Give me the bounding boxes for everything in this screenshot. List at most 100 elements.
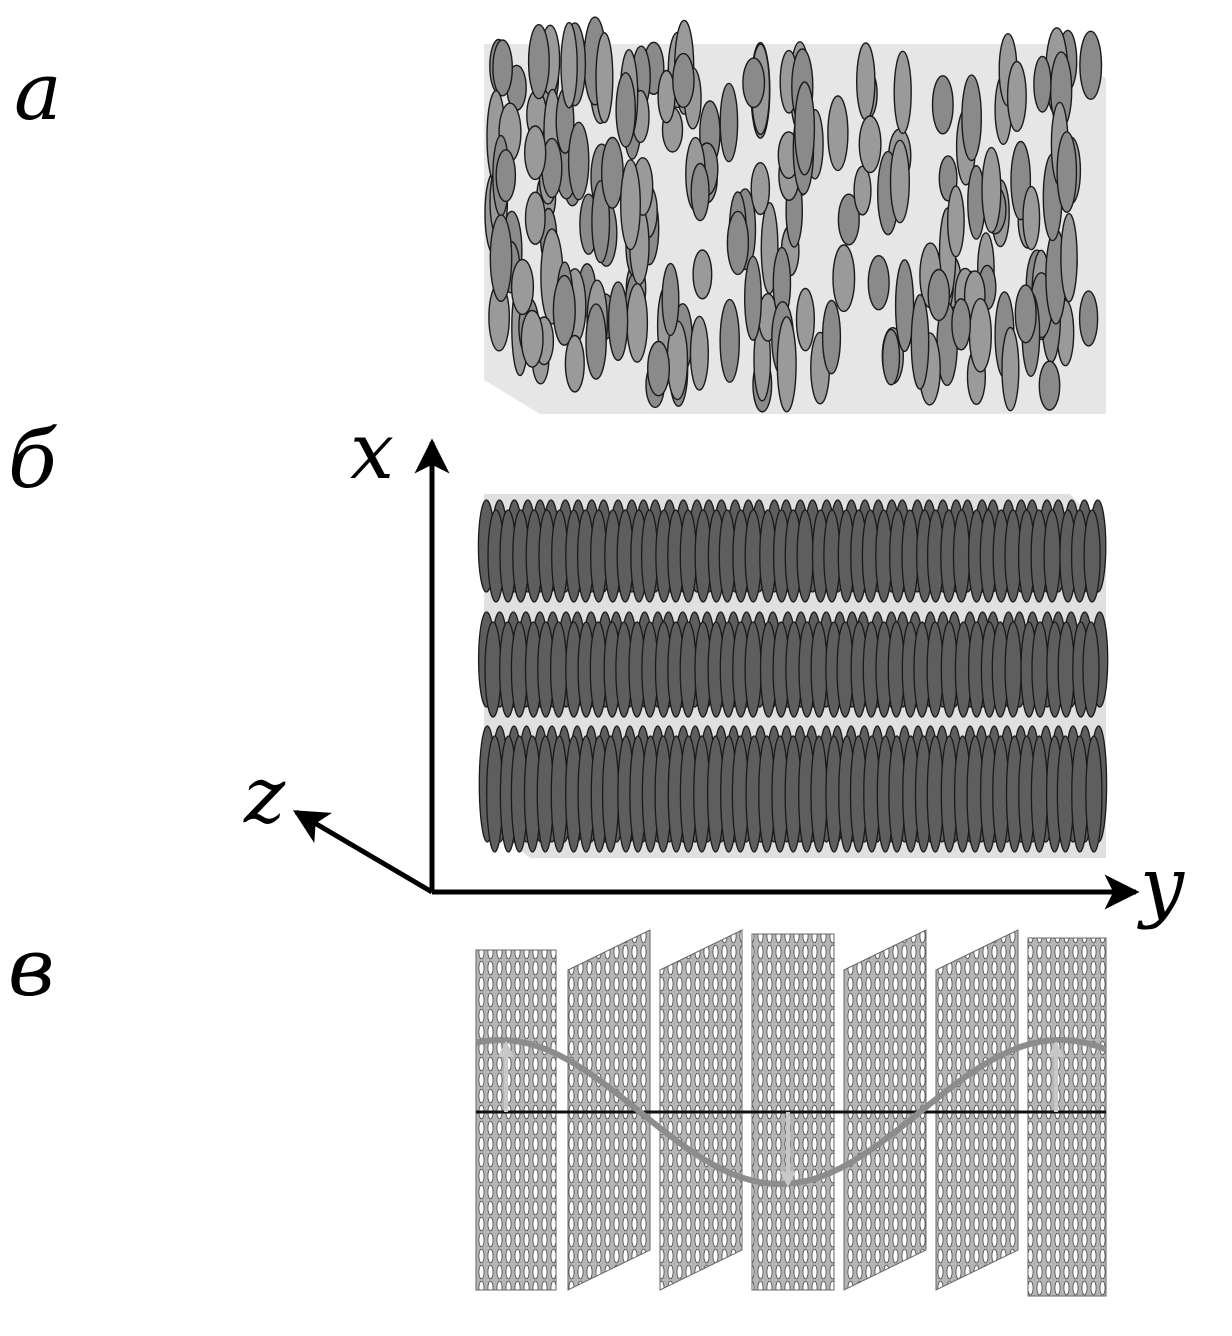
z-axis-label: z: [243, 751, 286, 841]
molecule: [794, 81, 816, 176]
molecule: [827, 95, 849, 172]
molecule: [726, 210, 750, 276]
molecule: [495, 149, 517, 203]
molecule: [591, 180, 611, 264]
molecule: [1083, 509, 1101, 603]
molecule: [1060, 212, 1078, 303]
molecule: [560, 21, 578, 109]
molecule: [744, 621, 762, 718]
molecule: [981, 146, 1002, 234]
molecule: [1030, 735, 1049, 853]
molecule: [776, 316, 797, 413]
molecule: [550, 735, 568, 853]
molecule: [689, 315, 709, 391]
molecule: [640, 509, 659, 603]
molecule: [601, 735, 620, 853]
molecule: [1033, 55, 1052, 113]
molecule: [719, 298, 741, 383]
y-axis-label: y: [1137, 841, 1185, 931]
molecule: [1001, 326, 1020, 412]
molecule: [951, 298, 971, 351]
smectic-layer: [475, 949, 557, 1291]
molecule: [796, 509, 814, 603]
molecule: [867, 255, 890, 311]
molecule: [910, 293, 930, 390]
z-axis-arrow: [292, 809, 434, 895]
molecule: [1078, 290, 1099, 347]
molecule: [881, 328, 901, 386]
molecule: [931, 75, 954, 135]
molecule: [889, 139, 910, 224]
molecule: [520, 309, 544, 368]
molecule: [492, 39, 513, 97]
molecule: [679, 621, 697, 718]
molecule: [856, 42, 876, 121]
molecule: [1056, 131, 1078, 213]
smectic-layer: [567, 929, 651, 1291]
molecule: [853, 165, 872, 216]
molecule: [1004, 621, 1022, 718]
molecule: [690, 162, 710, 222]
tilted-layers: [475, 929, 1107, 1297]
molecule: [564, 334, 585, 393]
molecule: [585, 303, 607, 380]
smectic-layer: [935, 929, 1019, 1291]
molecules-a: [484, 16, 1103, 413]
molecule: [795, 287, 815, 352]
molecule: [595, 32, 614, 124]
molecule: [661, 262, 680, 337]
molecule: [1085, 735, 1103, 853]
molecule: [968, 297, 992, 373]
molecule: [742, 57, 766, 109]
molecule: [527, 24, 550, 100]
molecule: [961, 74, 982, 162]
molecule: [510, 258, 535, 316]
molecule: [601, 136, 624, 209]
molecule: [524, 125, 547, 181]
nematic-phase-box: [484, 16, 1106, 414]
smectic-phase-box: [477, 494, 1109, 858]
molecule: [672, 52, 695, 109]
molecule: [1031, 621, 1049, 718]
molecule: [552, 274, 576, 346]
molecule: [810, 621, 828, 718]
molecule: [1038, 360, 1061, 411]
molecule: [1082, 621, 1100, 718]
molecule: [692, 249, 713, 300]
molecule: [1079, 30, 1103, 101]
molecule: [832, 244, 856, 313]
molecule: [620, 159, 642, 251]
molecule: [489, 214, 513, 303]
molecule: [1014, 284, 1037, 344]
molecule: [952, 509, 971, 603]
molecule: [837, 193, 860, 246]
molecule: [901, 509, 919, 603]
molecule: [947, 185, 965, 258]
molecule: [927, 268, 951, 322]
molecule: [744, 509, 762, 603]
molecule: [858, 115, 882, 174]
helical-smectic-layers: [475, 929, 1108, 1297]
molecule: [1022, 185, 1041, 251]
panel-label-a: а: [14, 45, 62, 138]
molecule: [484, 621, 502, 718]
molecule: [549, 621, 568, 718]
molecule: [894, 259, 915, 353]
smectic-layer: [659, 929, 743, 1291]
smectic-layer: [1027, 937, 1107, 1297]
molecule: [607, 281, 629, 361]
molecule: [744, 255, 763, 341]
molecule: [893, 50, 912, 135]
molecule: [821, 299, 842, 375]
smectic-layer: [843, 929, 927, 1291]
molecule: [615, 72, 637, 148]
molecule: [524, 191, 546, 245]
molecule: [647, 340, 671, 397]
molecule: [679, 509, 697, 603]
panel-label-v: в: [8, 921, 55, 1014]
panel-label-b: б: [8, 413, 57, 506]
molecule: [567, 121, 590, 201]
molecule: [719, 82, 739, 163]
